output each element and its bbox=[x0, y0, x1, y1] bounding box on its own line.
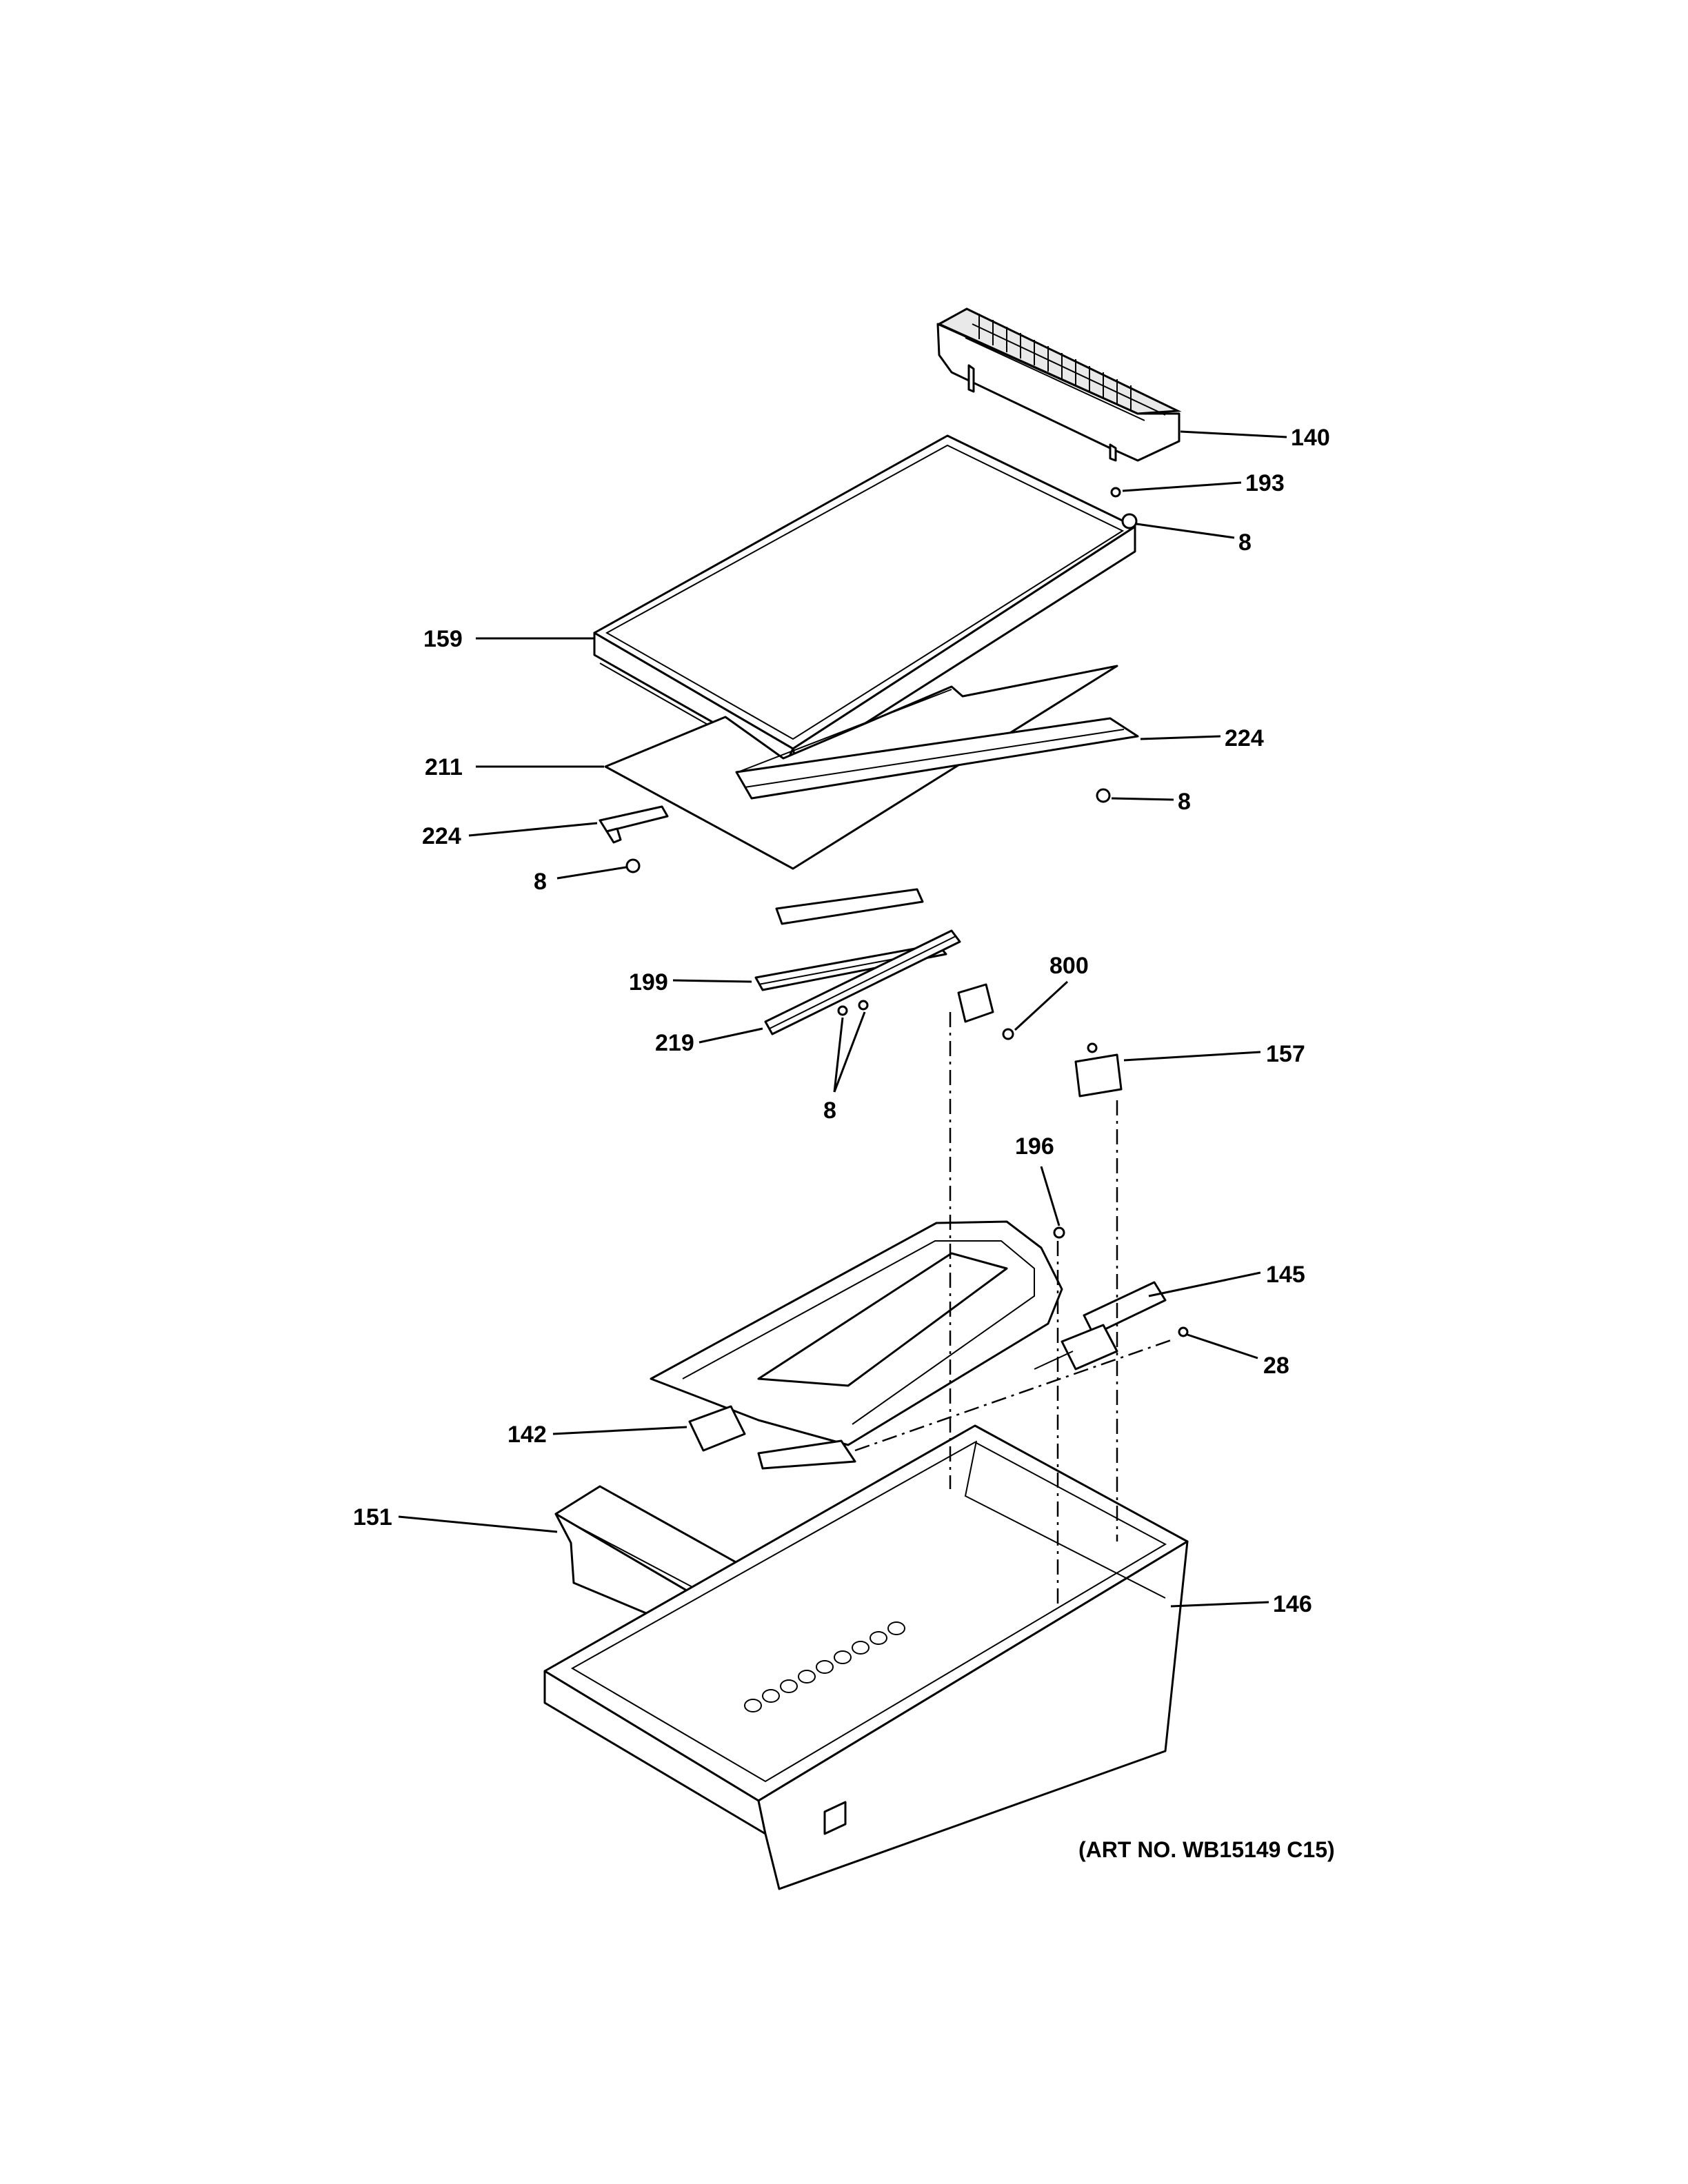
callout-151: 151 bbox=[353, 1504, 392, 1530]
screws bbox=[625, 487, 1189, 1337]
callout-211: 211 bbox=[425, 754, 463, 780]
art-number: (ART NO. WB15149 C15) bbox=[1078, 1837, 1335, 1862]
part-142-burner bbox=[650, 1220, 1063, 1470]
leader-lines bbox=[398, 430, 1287, 1608]
callout-8-left: 8 bbox=[534, 869, 547, 895]
callout-224-left: 224 bbox=[422, 823, 461, 849]
callout-157: 157 bbox=[1266, 1041, 1305, 1067]
callout-labels: 140 193 8 159 211 224 8 224 8 199 800 15… bbox=[353, 425, 1330, 1617]
part-224-right-rail bbox=[735, 717, 1139, 800]
callout-8-bottom: 8 bbox=[823, 1098, 836, 1124]
callout-159: 159 bbox=[423, 626, 463, 652]
callout-28: 28 bbox=[1263, 1353, 1289, 1379]
part-219-bracket bbox=[764, 929, 961, 1035]
callout-145: 145 bbox=[1266, 1262, 1305, 1288]
alignment-lines bbox=[854, 1012, 1176, 1606]
callout-196: 196 bbox=[1015, 1133, 1054, 1160]
part-159-griddle-plate bbox=[593, 434, 1136, 768]
part-800-clip bbox=[957, 983, 1014, 1040]
part-224-left-rail bbox=[599, 805, 669, 844]
callout-142: 142 bbox=[508, 1422, 547, 1448]
part-157-clip bbox=[1074, 1042, 1123, 1098]
callout-199: 199 bbox=[629, 969, 668, 995]
part-140-vent-grille bbox=[936, 307, 1182, 462]
callout-8-right: 8 bbox=[1178, 789, 1191, 815]
callout-224-right: 224 bbox=[1225, 725, 1264, 751]
callout-800: 800 bbox=[1049, 953, 1089, 979]
callout-8-top: 8 bbox=[1238, 529, 1252, 556]
callout-140: 140 bbox=[1291, 425, 1330, 451]
callout-146: 146 bbox=[1273, 1591, 1312, 1617]
callout-219: 219 bbox=[655, 1030, 694, 1056]
part-145-igniter bbox=[1034, 1281, 1167, 1371]
part-146-burner-box bbox=[543, 1424, 1189, 1890]
callout-193: 193 bbox=[1245, 470, 1285, 496]
part-199-heat-shield bbox=[754, 888, 947, 991]
